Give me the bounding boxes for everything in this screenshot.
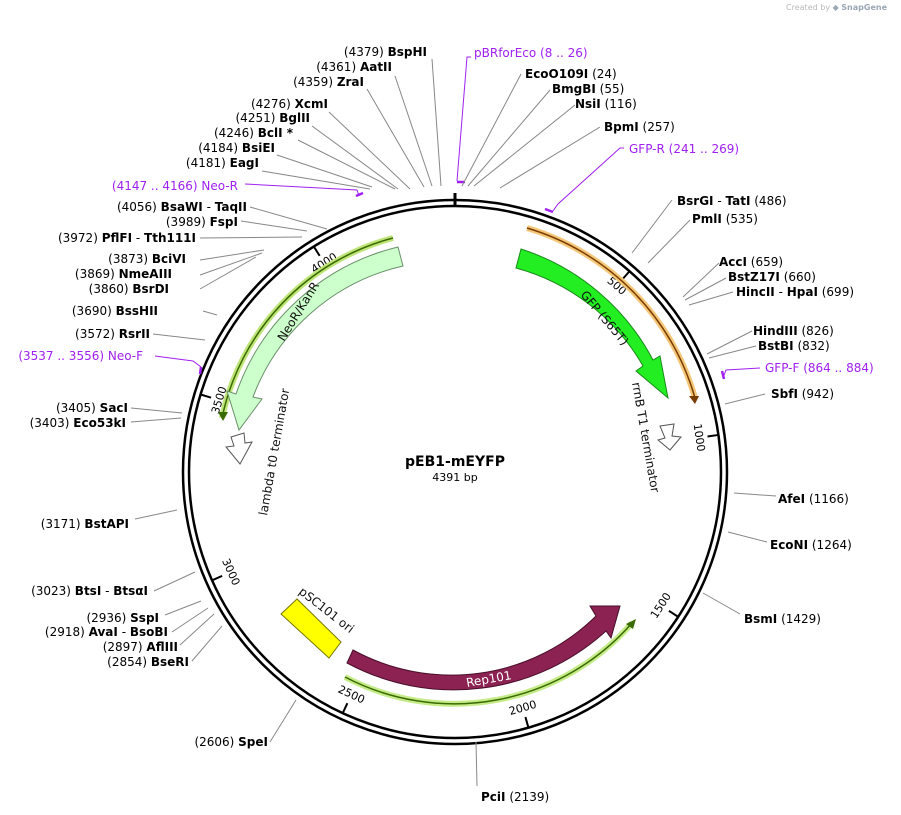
tick-label-1500: 1500 <box>648 590 674 621</box>
credit-brand: SnapGene <box>841 3 887 12</box>
enzyme-label-btsi[interactable]: (3023) BtsI - BtsαI <box>31 584 148 598</box>
tick-label-3000: 3000 <box>219 557 242 588</box>
enzyme-label-pmli[interactable]: PmlI (535) <box>692 212 758 226</box>
tick-mark-3000 <box>212 574 223 581</box>
enzyme-label-bsphi[interactable]: (4379) BspHI <box>344 45 427 59</box>
enzyme-label-acci[interactable]: AccI (659) <box>719 255 783 269</box>
plasmid-name: pEB1-mEYFP <box>405 454 505 470</box>
enzyme-label-bsshii[interactable]: (3690) BssHII <box>72 304 158 318</box>
enzyme-label-bstz17i[interactable]: BstZ17I (660) <box>728 270 816 284</box>
enzyme-label-bsrgi[interactable]: BsrGI - TatI (486) <box>677 194 787 208</box>
enzyme-label-hincii[interactable]: HincII - HpaI (699) <box>736 285 854 299</box>
tick-mark-2000 <box>524 716 530 727</box>
enzyme-label-zrai[interactable]: (4359) ZraI <box>293 75 364 89</box>
feature-rep101-arrow <box>346 605 621 691</box>
lambda-terminator-label: lambda t0 terminator <box>256 387 292 516</box>
tick-mark-3500 <box>201 393 212 399</box>
leader-lines <box>130 58 777 787</box>
enzyme-label-bcli[interactable]: (4246) BclI * <box>214 126 294 140</box>
enzyme-label-econi[interactable]: EcoNI (1264) <box>770 538 852 552</box>
enzyme-label-afliii[interactable]: (2897) AflIII <box>103 640 178 654</box>
enzyme-label-sbfi[interactable]: SbfI (942) <box>771 387 834 401</box>
enzyme-label-eco53ki[interactable]: (3403) Eco53kI <box>30 416 126 430</box>
primer-label-neo-f[interactable]: (3537 .. 3556) Neo-F <box>18 349 143 363</box>
enzyme-label-bglii[interactable]: (4251) BglII <box>236 111 311 125</box>
enzyme-label-aatii[interactable]: (4361) AatII <box>316 60 392 74</box>
enzyme-label-fspi[interactable]: (3989) FspI <box>166 215 238 229</box>
enzyme-label-xcmi[interactable]: (4276) XcmI <box>251 97 328 111</box>
lambda-terminator-arrow <box>225 432 253 465</box>
tick-mark-500 <box>621 271 630 281</box>
enzyme-label-bsmi[interactable]: BsmI (1429) <box>744 612 821 626</box>
rep101-highlight-arrowhead <box>626 619 636 629</box>
primer-label-gfp-f[interactable]: GFP-F (864 .. 884) <box>765 361 874 375</box>
enzyme-label-nmeaiii[interactable]: (3869) NmeAIII <box>75 267 172 281</box>
primer-leader-lines <box>154 56 761 379</box>
tick-mark-1500 <box>668 609 678 618</box>
enzyme-label-spei[interactable]: (2606) SpeI <box>194 735 268 749</box>
rrnb-terminator-label: rrnB T1 terminator <box>629 381 662 493</box>
enzyme-label-nsii[interactable]: NsiI (116) <box>575 97 637 111</box>
rrnb-terminator-arrow <box>656 423 682 451</box>
plasmid-length: 4391 bp <box>432 471 477 484</box>
enzyme-label-bsawi[interactable]: (4056) BsaWI - TaqII <box>117 200 247 214</box>
enzyme-label-bstbi[interactable]: BstBI (832) <box>758 339 830 353</box>
tick-mark-4000 <box>313 246 321 257</box>
enzyme-label-saci[interactable]: (3405) SacI <box>56 401 128 415</box>
enzyme-label-bpmi[interactable]: BpmI (257) <box>604 120 675 134</box>
enzyme-label-avai[interactable]: (2918) AvaI - BsoBI <box>45 625 168 639</box>
enzyme-label-afei[interactable]: AfeI (1166) <box>778 492 849 506</box>
feature-neor-arrow <box>226 246 404 432</box>
enzyme-label-pcii[interactable]: PciI (2139) <box>481 790 549 804</box>
enzyme-label-hindiii[interactable]: HindIII (826) <box>753 324 834 338</box>
enzyme-label-bmgbi[interactable]: BmgBI (55) <box>552 82 624 96</box>
snapgene-credit: Created by ◆ SnapGene <box>786 3 887 12</box>
enzyme-label-rsrii[interactable]: (3572) RsrII <box>75 327 150 341</box>
snapgene-logo-icon: ◆ <box>832 3 839 12</box>
primer-label-neo-r[interactable]: (4147 .. 4166) Neo-R <box>112 179 238 193</box>
tick-label-1000: 1000 <box>691 423 708 453</box>
tick-label-2000: 2000 <box>508 698 539 718</box>
enzyme-label-pflfi[interactable]: (3972) PflFI - Tth111I <box>58 231 196 245</box>
enzyme-label-bsiei[interactable]: (4184) BsiEI <box>198 141 275 155</box>
primer-label-pbrforeco[interactable]: pBRforEco (8 .. 26) <box>474 46 588 60</box>
credit-prefix: Created by <box>786 3 831 12</box>
primer-label-gfp-r[interactable]: GFP-R (241 .. 269) <box>629 142 739 156</box>
enzyme-label-sspi[interactable]: (2936) SspI <box>86 611 159 625</box>
neor-highlight-arrowhead <box>218 412 228 421</box>
feature-gfp-arrow <box>515 248 669 400</box>
enzyme-label-eagi[interactable]: (4181) EagI <box>186 156 259 170</box>
enzyme-label-bseri[interactable]: (2854) BseRI <box>107 655 189 669</box>
enzyme-label-bstapi[interactable]: (3171) BstAPI <box>41 517 129 531</box>
gfp-highlight-arrowhead <box>689 396 699 404</box>
feature-psc101-ori <box>280 598 342 659</box>
tick-mark-2500 <box>342 702 349 713</box>
tick-mark-1000 <box>707 434 718 438</box>
enzyme-label-ecoo109i[interactable]: EcoO109I (24) <box>525 67 617 81</box>
enzyme-label-bsrdi[interactable]: (3860) BsrDI <box>89 282 169 296</box>
enzyme-label-bcivi[interactable]: (3873) BciVI <box>108 252 186 266</box>
